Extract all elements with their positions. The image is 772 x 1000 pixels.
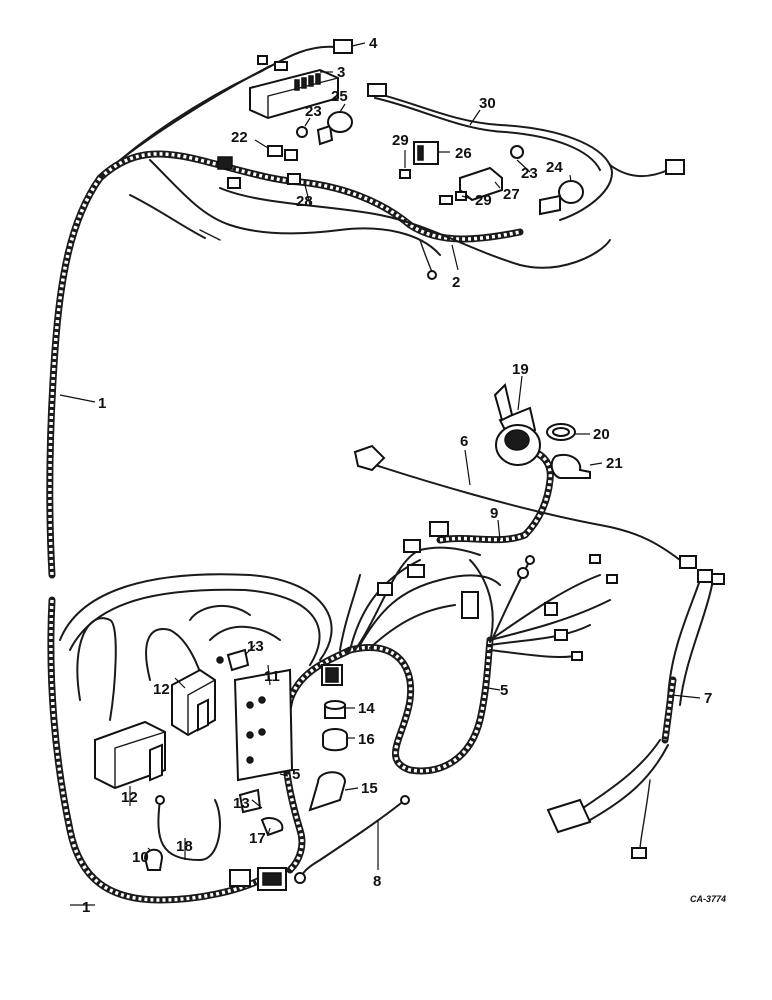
connector-30 (367, 83, 387, 97)
callout-4: 4 (369, 35, 378, 52)
callout-28: 28 (296, 193, 313, 210)
callout-21: 21 (606, 455, 623, 472)
lower-harness (59, 383, 725, 891)
clamp-15 (308, 771, 347, 812)
callout-13: 13 (247, 638, 264, 655)
callout-27: 27 (503, 186, 520, 203)
callout-8: 8 (373, 873, 381, 890)
leader-lines (59, 42, 701, 906)
callout-11: 11 (264, 668, 280, 685)
clip (316, 124, 334, 146)
callout-5: 5 (292, 766, 300, 783)
flasher-27 (459, 166, 503, 202)
callout-23: 23 (521, 165, 538, 182)
callout-22: 22 (231, 129, 248, 146)
multi-connector (461, 591, 479, 619)
callout-9: 9 (490, 505, 498, 522)
clip-10 (143, 848, 164, 871)
callout-1: 1 (98, 395, 106, 412)
callout-13: 13 (233, 795, 250, 812)
connector-7 (546, 798, 592, 834)
callout-20: 20 (593, 426, 610, 443)
connector-22b (284, 149, 298, 161)
callout-2: 2 (452, 274, 460, 291)
callout-14: 14 (358, 700, 375, 717)
small-connector (274, 61, 288, 71)
callout-29: 29 (475, 192, 492, 209)
callout-1: 1 (82, 899, 90, 916)
callout-30: 30 (479, 95, 496, 112)
callout-7: 7 (704, 690, 712, 707)
callout-12: 12 (121, 789, 138, 806)
callout-16: 16 (358, 731, 375, 748)
callout-23: 23 (305, 103, 322, 120)
callout-25: 25 (331, 88, 348, 105)
end-connector (665, 159, 685, 175)
connector-22 (267, 145, 283, 157)
panel-11 (233, 668, 294, 782)
relay-12b (94, 720, 166, 790)
fuse-block-3 (249, 68, 339, 120)
callouts: 4 3 30 25 23 22 29 26 23 24 27 29 28 2 1… (82, 35, 726, 916)
switch-19 (493, 383, 541, 466)
relay-12a (171, 668, 216, 737)
callout-18: 18 (176, 838, 193, 855)
socket-24 (558, 180, 584, 204)
callout-10: 10 (132, 849, 149, 866)
callout-15: 15 (361, 780, 378, 797)
grommet-23b (510, 145, 524, 159)
callout-12: 12 (153, 681, 170, 698)
drawing-code: CA-3774 (690, 894, 726, 904)
callout-19: 19 (512, 361, 529, 378)
switch-13a (226, 648, 250, 672)
callout-24: 24 (546, 159, 563, 176)
switch-13b (238, 788, 262, 814)
callout-26: 26 (455, 145, 472, 162)
harness-1 (46, 174, 264, 904)
connector-4 (333, 39, 353, 54)
callout-3: 3 (337, 64, 345, 81)
callout-6: 6 (460, 433, 468, 450)
socket-25 (327, 111, 353, 133)
callout-5: 5 (500, 682, 508, 699)
small-connector (257, 55, 268, 65)
connector-6 (353, 444, 386, 472)
upper-harness (96, 39, 685, 280)
grommet-23 (296, 126, 308, 138)
callout-29: 29 (392, 132, 409, 149)
relay-connector (217, 156, 233, 170)
callout-17: 17 (249, 830, 266, 847)
clamp-21 (550, 454, 591, 479)
end-connector-1 (229, 869, 251, 887)
